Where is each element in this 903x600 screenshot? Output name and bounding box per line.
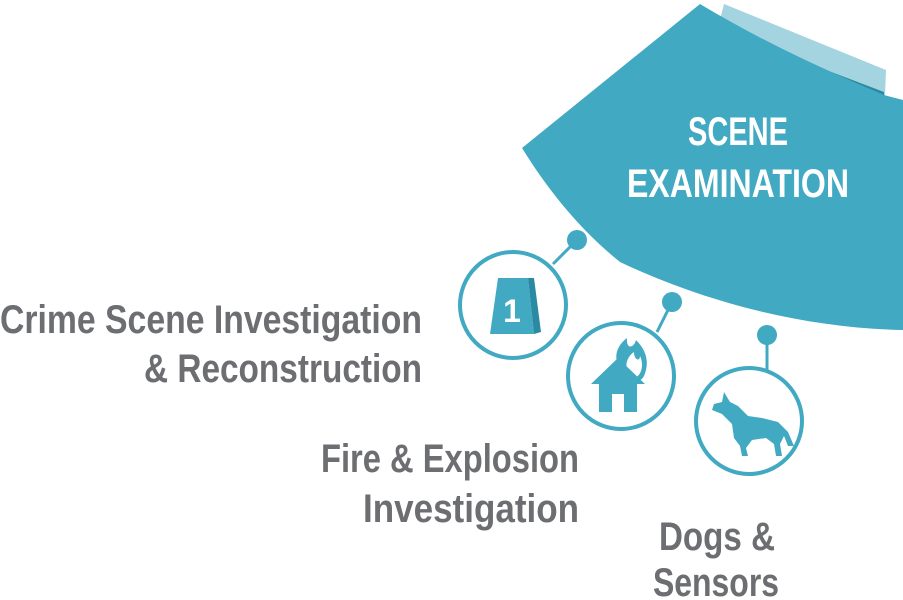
node-connector-dot bbox=[757, 325, 777, 345]
sector-title-line2: EXAMINATION bbox=[627, 162, 849, 206]
node-dogs-sensors: Dogs & Sensors bbox=[653, 325, 804, 600]
evidence-marker-number: 1 bbox=[503, 293, 521, 329]
sector-main bbox=[522, 4, 903, 330]
node-label-line1: Crime Scene Investigation bbox=[0, 298, 422, 342]
node-label-line1: Fire & Explosion bbox=[321, 437, 579, 481]
node-label-line2: Sensors bbox=[653, 561, 779, 600]
node-fire-explosion: Fire & Explosion Investigation bbox=[321, 292, 682, 531]
sector-title-line1: SCENE bbox=[688, 110, 788, 154]
node-connector-dot bbox=[567, 230, 587, 250]
dog-icon bbox=[712, 392, 794, 456]
node-label-line2: Investigation bbox=[363, 487, 579, 531]
evidence-marker-icon: 1 bbox=[490, 278, 541, 334]
node-connector-dot bbox=[662, 292, 682, 312]
node-crime-scene: 1 Crime Scene Investigation & Reconstruc… bbox=[0, 230, 587, 391]
scene-examination-sector: SCENE EXAMINATION bbox=[522, 4, 903, 330]
node-label-line2: & Reconstruction bbox=[144, 347, 422, 391]
node-label-line1: Dogs & bbox=[659, 515, 775, 559]
burning-house-icon bbox=[591, 338, 647, 412]
